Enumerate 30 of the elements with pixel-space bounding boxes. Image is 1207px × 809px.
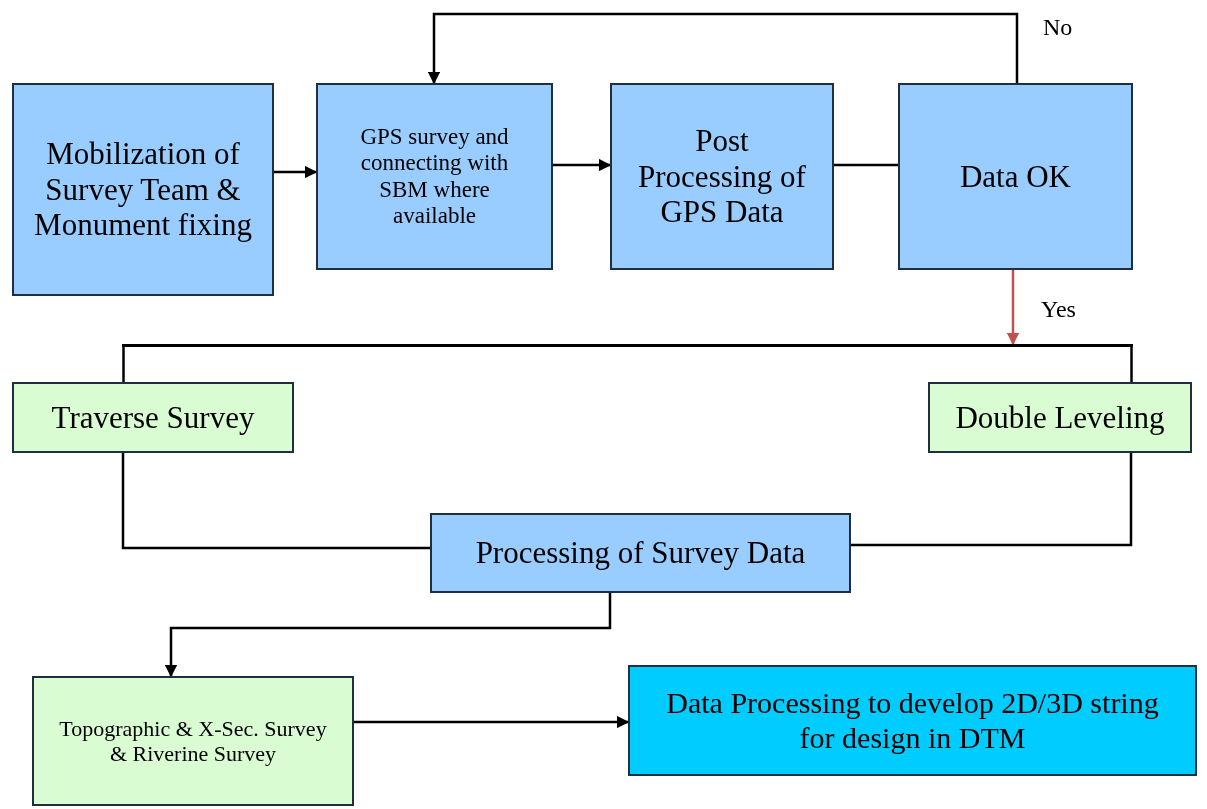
box-label: Data OK (959, 158, 1071, 195)
connector-line (121, 453, 430, 550)
connector-line (122, 347, 125, 382)
connector-line (1130, 347, 1133, 382)
process-box (12, 382, 294, 453)
arrow (427, 12, 1019, 85)
process-box (928, 382, 1192, 453)
process-box (316, 83, 553, 270)
process-box (628, 665, 1197, 776)
process-box (12, 83, 274, 296)
box-label: Mobilization of Survey Team & Monument fixing (33, 136, 253, 243)
connector-line (851, 453, 1133, 547)
connector-line (834, 163, 898, 167)
process-box (32, 676, 354, 806)
arrow (354, 715, 630, 729)
split-bar (122, 344, 1133, 347)
box-label: GPS survey and connecting with SBM where available (359, 123, 510, 230)
arrow (553, 158, 612, 172)
box-label: Traverse Survey (51, 399, 255, 436)
process-box (610, 83, 834, 270)
box-label: Data Processing to develop 2D/3D string for design in DTM (665, 686, 1160, 755)
arrow (274, 165, 318, 179)
box-label: Post Processing of GPS Data (637, 123, 807, 230)
box-label: Topographic & X-Sec. Survey & Riverine Survey (58, 715, 328, 767)
box-label: Double Leveling (955, 399, 1165, 436)
arrow (164, 593, 612, 678)
process-box (898, 83, 1133, 270)
process-box (430, 513, 851, 593)
arrow (1006, 270, 1020, 346)
box-label: Processing of Survey Data (475, 535, 806, 571)
